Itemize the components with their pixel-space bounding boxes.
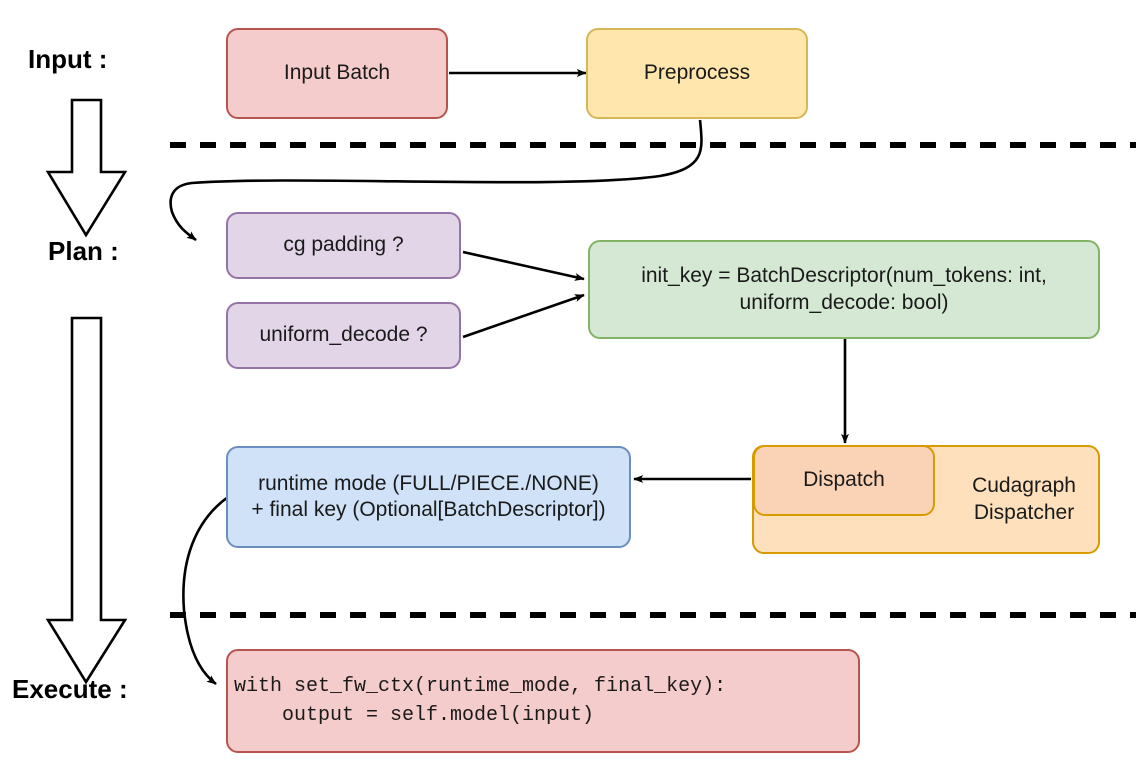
node-uniform-decode-label: uniform_decode ? — [259, 323, 428, 347]
node-dispatch-label: Dispatch — [803, 468, 885, 492]
node-input-batch-label: Input Batch — [283, 61, 391, 85]
edge-uniform-decode-to-init-key — [462, 293, 585, 339]
node-cg-padding-label: cg padding ? — [283, 233, 404, 257]
node-runtime-mode[interactable]: runtime mode (FULL/PIECE./NONE) + final … — [226, 446, 631, 548]
stage-label-input: Input : — [28, 44, 108, 74]
node-execute-code-line1: with set_fw_ctx(runtime_mode, final_key)… — [234, 675, 727, 698]
edge-cg-padding-to-init-key — [462, 250, 585, 281]
node-init-key-line2: uniform_decode: bool) — [739, 290, 949, 314]
node-uniform-decode[interactable]: uniform_decode ? — [226, 302, 461, 369]
node-execute-code-line2: output = self.model(input) — [234, 704, 595, 727]
node-runtime-mode-line1: runtime mode (FULL/PIECE./NONE) — [258, 471, 599, 495]
node-cudagraph-dispatcher-label: Cudagraph Dispatcher — [972, 474, 1076, 524]
node-preprocess[interactable]: Preprocess — [586, 28, 808, 119]
node-init-key-line1: init_key = BatchDescriptor(num_tokens: i… — [641, 264, 1047, 288]
node-init-key[interactable]: init_key = BatchDescriptor(num_tokens: i… — [588, 240, 1100, 339]
node-execute-code[interactable]: with set_fw_ctx(runtime_mode, final_key)… — [226, 649, 860, 753]
node-input-batch[interactable]: Input Batch — [226, 28, 448, 119]
node-dispatch[interactable]: Dispatch — [753, 445, 935, 516]
edge-runtime-mode-to-execute — [182, 495, 229, 686]
stage-label-execute: Execute : — [12, 674, 128, 704]
node-runtime-mode-line2: + final key (Optional[BatchDescriptor]) — [251, 498, 606, 521]
stage-arrow-input-to-plan — [45, 98, 128, 238]
stage-label-plan: Plan : — [48, 236, 119, 266]
node-preprocess-label: Preprocess — [643, 61, 751, 85]
node-cg-padding[interactable]: cg padding ? — [226, 212, 461, 279]
stage-arrow-plan-to-execute — [45, 316, 128, 685]
